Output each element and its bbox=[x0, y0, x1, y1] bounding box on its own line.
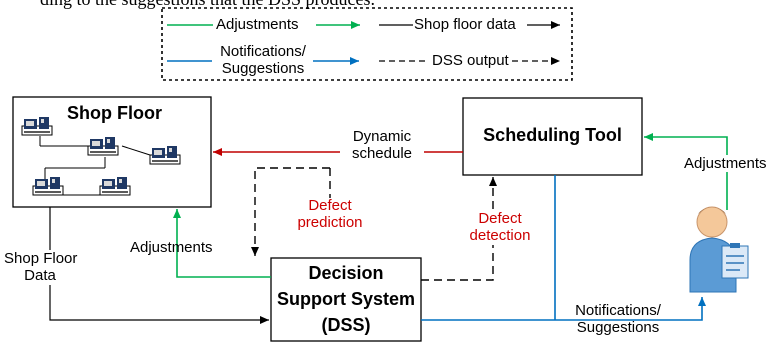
defect-detection-line2: detection bbox=[469, 227, 531, 245]
shop-floor-data-line2: Data bbox=[24, 267, 56, 285]
adjustments-left-label: Adjustments bbox=[130, 239, 213, 256]
defect-prediction-line1: Defect bbox=[308, 197, 352, 214]
dss-box bbox=[270, 257, 422, 342]
dss-title-line3: (DSS) bbox=[321, 315, 371, 335]
legend-notifications-line2: Suggestions bbox=[221, 60, 305, 78]
legend-box bbox=[161, 7, 573, 81]
defect-prediction-arrow bbox=[251, 167, 330, 256]
cnc-machine-icon bbox=[21, 116, 53, 136]
dynamic-schedule-line1: Dynamic bbox=[352, 128, 412, 145]
defect-prediction-label: Defect prediction bbox=[290, 197, 370, 232]
defect-detection-label: Defect detection bbox=[458, 210, 542, 245]
defect-detection-arrow bbox=[421, 177, 497, 281]
dss-title-line1: Decision bbox=[308, 263, 384, 283]
cnc-machine-icon bbox=[87, 136, 119, 156]
legend-notifications-label: Notifications/ Suggestions bbox=[213, 43, 313, 78]
dynamic-schedule-label: Dynamic schedule bbox=[340, 128, 424, 163]
notifications-label: Notifications/ Suggestions bbox=[563, 302, 673, 337]
adjustments-right-label: Adjustments bbox=[682, 155, 769, 173]
cnc-machine-icon bbox=[99, 176, 131, 196]
dynamic-schedule-line2: schedule bbox=[351, 145, 413, 163]
legend-notifications-line1: Notifications/ bbox=[220, 43, 306, 60]
defect-prediction-line2: prediction bbox=[297, 214, 363, 232]
dss-title-line2: Support System bbox=[276, 289, 416, 309]
shop-floor-data-arrow bbox=[49, 207, 269, 324]
notifications-label-line2: Suggestions bbox=[576, 319, 660, 337]
scheduling-tool-title: Scheduling Tool bbox=[483, 125, 622, 145]
notifications-label-line1: Notifications/ bbox=[575, 302, 661, 319]
adjustments-to-shop-floor-arrow bbox=[173, 209, 271, 278]
cnc-machine-icon bbox=[32, 176, 64, 196]
legend-dss-output-label: DSS output bbox=[432, 52, 509, 69]
scheduling-tool-box bbox=[462, 97, 643, 176]
notifications-arrow bbox=[555, 297, 706, 321]
legend-shop-floor-data-label: Shop floor data bbox=[414, 16, 516, 33]
legend-adjustments-label: Adjustments bbox=[216, 16, 299, 33]
header-caption: ding to the suggestions that the DSS pro… bbox=[40, 0, 375, 10]
shop-floor-title: Shop Floor bbox=[67, 103, 162, 123]
dss-title: Decision Support System (DSS) bbox=[271, 260, 421, 338]
shop-floor-data-line1: Shop Floor bbox=[4, 250, 78, 267]
adjustments-to-scheduling-arrow bbox=[644, 133, 728, 210]
shop-floor-data-label: Shop Floor Data bbox=[2, 250, 78, 285]
user-with-clipboard-icon bbox=[689, 206, 749, 293]
defect-detection-line1: Defect bbox=[478, 210, 522, 227]
cnc-machine-icon bbox=[149, 145, 181, 165]
